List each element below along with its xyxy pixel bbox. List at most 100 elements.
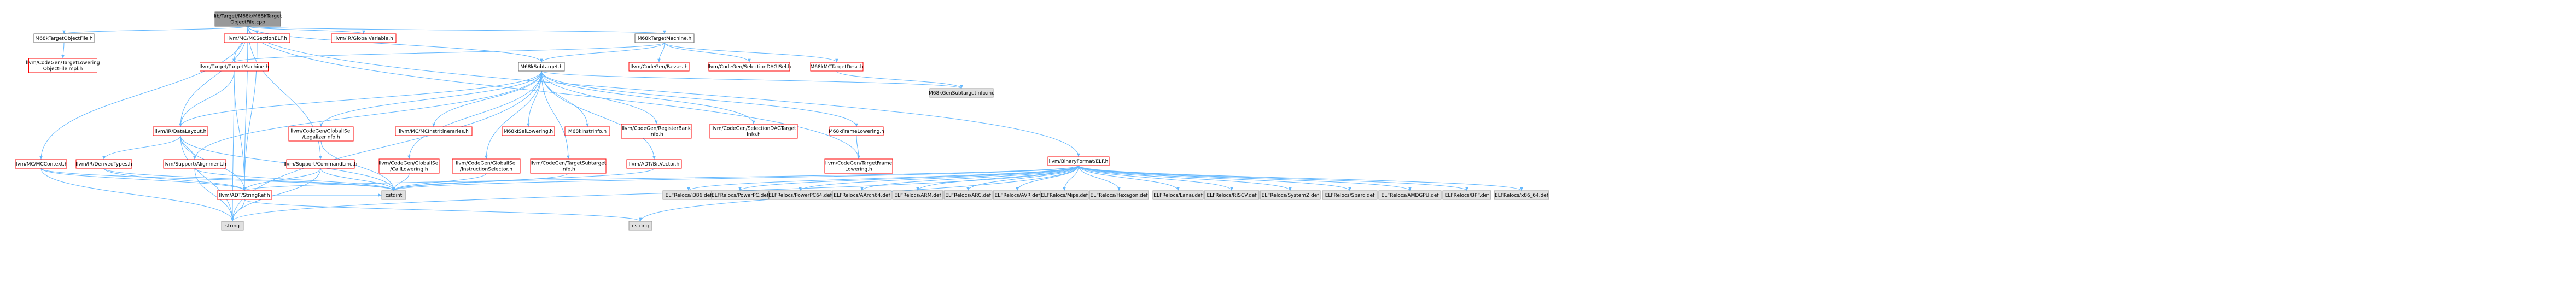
node-instsel[interactable]: llvm/CodeGen/GlobalISel/InstructionSelec…	[452, 158, 521, 174]
node-bitvec[interactable]: llvm/ADT/BitVector.h	[626, 159, 682, 169]
node-stringref[interactable]: llvm/ADT/StringRef.h	[217, 190, 272, 200]
node-legalizer[interactable]: llvm/CodeGen/GlobalISel/LegalizerInfo.h	[288, 126, 354, 142]
node-alignment[interactable]: llvm/Support/Alignment.h	[163, 159, 226, 169]
node-r_ppc: ELFRelocs/PowerPC.def	[711, 190, 769, 200]
node-root[interactable]: lib/Target/M68k/M68kTargetObjectFile.cpp	[214, 11, 282, 27]
edge-subtarget-to-instsel	[485, 70, 542, 160]
node-framelow[interactable]: M68kFrameLowering.h	[829, 126, 884, 136]
edge-targetmachine-to-datalayout	[179, 70, 235, 127]
node-mccontext[interactable]: llvm/MC/MCContext.h	[14, 159, 68, 169]
node-r_x86_64: ELFRelocs/x86_64.def	[1494, 190, 1549, 200]
node-label: cstring	[632, 224, 649, 229]
edge-alignment-to-cstdint	[194, 168, 395, 191]
node-label: llvm/CodeGen/GlobalISel	[290, 129, 352, 134]
node-box	[33, 33, 95, 43]
edge-tsubinfo-to-cstdint	[392, 173, 569, 191]
edge-root-to-binelf	[247, 26, 1080, 157]
edge-derived-to-stringref	[103, 168, 246, 191]
node-box	[768, 190, 832, 200]
node-box	[824, 158, 893, 174]
node-box	[378, 158, 440, 174]
node-tlof[interactable]: llvm/CodeGen/TargetLoweringObjectFileImp…	[26, 58, 100, 73]
node-box	[530, 158, 607, 174]
node-label: llvm/IR/GlobalVariable.h	[334, 36, 393, 42]
node-box	[832, 190, 892, 200]
node-box	[214, 11, 281, 27]
node-label: string	[225, 224, 240, 229]
edge-mccontext-to-stringref	[40, 168, 246, 191]
node-passes[interactable]: llvm/CodeGen/Passes.h	[628, 62, 690, 72]
node-cmdline[interactable]: llvm/Support/CommandLine.h	[284, 159, 357, 169]
edge-cmdline-to-stringref	[243, 168, 321, 191]
node-box	[943, 190, 993, 200]
node-isellowering[interactable]: M68kISelLowering.h	[502, 126, 555, 136]
node-label: llvm/CodeGen/GlobalISel	[378, 161, 440, 167]
node-label: M68kISelLowering.h	[504, 129, 553, 134]
edge-root-to-targetmachine	[232, 26, 248, 63]
node-label: llvm/IR/DerivedTypes.h	[75, 162, 132, 167]
node-label: ELFRelocs/BPF.def	[1445, 193, 1489, 198]
node-mctd[interactable]: M68kMCTargetDesc.h	[810, 62, 864, 72]
node-box	[518, 62, 565, 72]
node-box	[217, 190, 272, 200]
node-label: Info.h	[649, 132, 663, 138]
node-seldag[interactable]: llvm/CodeGen/SelectionDAGISel.h	[708, 62, 791, 72]
edge-mccontext-to-string	[40, 168, 234, 222]
node-m68ktm[interactable]: M68kTargetMachine.h	[634, 33, 695, 43]
node-label: ELFRelocs/PowerPC.def	[712, 193, 769, 198]
node-box	[929, 88, 994, 98]
node-label: llvm/Target/TargetMachine.h	[199, 64, 269, 70]
node-label: llvm/CodeGen/SelectionDAGTarget	[711, 126, 796, 132]
edge-datalayout-to-derived	[102, 135, 181, 160]
edge-root-to-m68ktm	[247, 26, 666, 34]
node-label: llvm/CodeGen/TargetFrame	[825, 161, 893, 167]
node-label: M68kTargetMachine.h	[638, 36, 692, 42]
node-label: llvm/CodeGen/TargetLowering	[26, 61, 100, 66]
edge-binelf-to-r_hexagon	[1078, 165, 1121, 191]
node-targetmachine[interactable]: llvm/Target/TargetMachine.h	[199, 62, 269, 72]
node-box	[163, 159, 226, 169]
node-m68kobj[interactable]: M68kTargetObjectFile.h	[33, 33, 95, 43]
node-label: M68kInstrInfo.h	[568, 129, 607, 134]
node-box	[200, 62, 269, 72]
node-globalvar[interactable]: llvm/IR/GlobalVariable.h	[331, 33, 397, 43]
node-instrinfo[interactable]: M68kInstrInfo.h	[564, 126, 610, 136]
node-box	[288, 126, 354, 142]
edge-stringref-to-string	[231, 199, 245, 222]
node-box	[153, 126, 208, 136]
node-r_ppc64: ELFRelocs/PowerPC64.def	[768, 190, 832, 200]
node-sectionelf[interactable]: llvm/MC/MCSectionELF.h	[224, 33, 290, 43]
node-label: ELFRelocs/AMDGPU.def	[1381, 193, 1439, 198]
node-r_bpf: ELFRelocs/BPF.def	[1442, 190, 1491, 200]
edge-subtarget-to-tsubinfo	[541, 70, 570, 160]
node-mcinstrit[interactable]: llvm/MC/MCInstrItineraries.h	[395, 126, 473, 136]
edge-binelf-to-r_arc	[966, 165, 1079, 191]
node-r_avr: ELFRelocs/AVR.def	[993, 190, 1042, 200]
node-box	[331, 33, 397, 43]
node-box	[1442, 190, 1491, 200]
node-derived[interactable]: llvm/IR/DerivedTypes.h	[75, 159, 132, 169]
edge-m68ktm-to-passes	[657, 42, 665, 63]
node-binelf[interactable]: llvm/BinaryFormat/ELF.h	[1047, 156, 1110, 166]
node-subinfo: M68kGenSubtargetInfo.inc	[929, 88, 994, 98]
node-calllow[interactable]: llvm/CodeGen/GlobalISel/CallLowering.h	[378, 158, 440, 174]
edge-alignment-to-string	[194, 168, 234, 222]
edge-subtarget-to-framelow	[541, 70, 858, 127]
edge-binelf-to-stringref	[243, 165, 1079, 191]
node-label: M68kSubtarget.h	[520, 64, 563, 70]
edge-m68ktm-to-targetmachine	[232, 42, 665, 63]
node-label: ELFRelocs/ARC.def	[945, 193, 991, 198]
node-r_i386: ELFRelocs/i386.def	[662, 190, 715, 200]
node-datalayout[interactable]: llvm/IR/DataLayout.h	[153, 126, 208, 136]
edge-m68ktm-to-subtarget	[540, 42, 665, 63]
node-label: ELFRelocs/x86_64.def	[1495, 193, 1549, 198]
edge-m68ktm-to-mctd	[664, 42, 838, 63]
edge-cmdline-to-cstdint	[320, 168, 395, 191]
edge-root-to-m68kobj	[62, 26, 248, 34]
node-label: llvm/Support/CommandLine.h	[284, 162, 357, 167]
node-subtarget[interactable]: M68kSubtarget.h	[518, 62, 565, 72]
